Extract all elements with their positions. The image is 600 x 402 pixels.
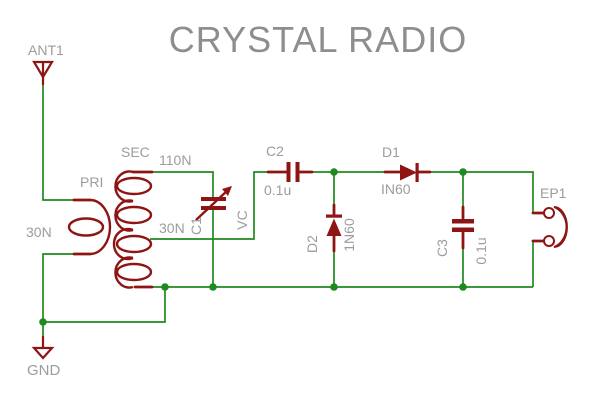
- antenna-symbol: ANT1: [28, 42, 64, 85]
- wire-sec-to-c1: [152, 171, 214, 197]
- d1-label: D1: [382, 144, 400, 160]
- junction-gnd-node: [39, 318, 47, 326]
- wire-tap-to-c2: [150, 171, 268, 240]
- c3-value: 0.1u: [473, 237, 489, 264]
- d1-value: IN60: [381, 181, 411, 197]
- earphone-ep1: EP1: [531, 185, 568, 248]
- d2-cathode-bar: [326, 214, 342, 218]
- capacitor-c3: C3 0.1u: [434, 205, 489, 265]
- ep1-label: EP1: [540, 185, 567, 201]
- c1-plate-top: [201, 197, 226, 201]
- d2-triangle: [326, 218, 342, 236]
- junction-dots: [39, 168, 467, 326]
- junction-detector-node: [330, 168, 338, 176]
- wire-gnd-to-bus: [43, 287, 166, 323]
- antenna-icon: [32, 60, 54, 80]
- ep1-pin-top: [543, 207, 555, 219]
- wire-d1-to-ep1: [430, 171, 534, 212]
- wire-pri-to-gnd: [42, 253, 74, 337]
- c2-label: C2: [266, 143, 284, 159]
- c1-value: VC: [234, 210, 250, 229]
- sec-label: SEC: [121, 144, 150, 160]
- c3-plate-bottom: [452, 227, 474, 232]
- capacitor-c2: C2 0.1u: [264, 143, 314, 198]
- primary-coil: PRI 30N: [26, 174, 112, 256]
- c1-arrow-head: [222, 186, 232, 196]
- c2-value: 0.1u: [264, 182, 291, 198]
- wire-ant-to-pri: [42, 84, 74, 201]
- ep1-pin-bottom: [543, 235, 555, 247]
- sec-loop-3: [115, 234, 153, 254]
- c1-label: C1: [188, 217, 204, 235]
- secondary-coil: SEC 110N 30N: [112, 144, 191, 289]
- c1-arrow-shaft: [195, 188, 230, 221]
- junction-output-node: [459, 168, 467, 176]
- pri-coil-arc: [89, 198, 112, 256]
- d2-label: D2: [304, 235, 320, 253]
- c3-plate-top: [452, 219, 474, 224]
- junction-c1-bus: [209, 283, 217, 291]
- sec-value: 110N: [159, 152, 191, 168]
- ant1-label: ANT1: [28, 42, 64, 58]
- junction-d2-bus: [330, 283, 338, 291]
- variable-capacitor-c1: C1 VC: [188, 186, 250, 235]
- pri-label: PRI: [80, 174, 103, 190]
- ep1-earpiece-icon: [553, 206, 568, 248]
- ground-icon: [31, 346, 55, 360]
- d2-value: 1N60: [341, 218, 357, 252]
- c1-plate-bottom: [201, 206, 226, 210]
- pri-coil-loop: [67, 217, 105, 237]
- sec-loop-1: [115, 176, 153, 196]
- sec-arc-4: [114, 256, 134, 289]
- sec-loop-4: [115, 262, 153, 282]
- junction-c3-bus: [459, 283, 467, 291]
- diode-d2: D2 1N60: [304, 203, 357, 253]
- d1-cathode-bar: [415, 163, 419, 182]
- page-title: CRYSTAL RADIO: [169, 19, 467, 60]
- c2-plate-left: [286, 162, 291, 182]
- diode-d1: D1 IN60: [381, 144, 432, 197]
- c3-label: C3: [434, 239, 450, 257]
- gnd-label: GND: [27, 362, 61, 379]
- ground-symbol: GND: [27, 336, 61, 379]
- c2-plate-right: [295, 162, 300, 182]
- junction-sec-bottom: [161, 283, 169, 291]
- pri-value: 30N: [26, 224, 52, 240]
- sec-loop-2: [115, 205, 153, 225]
- sec-tap-value: 30N: [159, 220, 185, 236]
- d1-triangle: [400, 164, 417, 181]
